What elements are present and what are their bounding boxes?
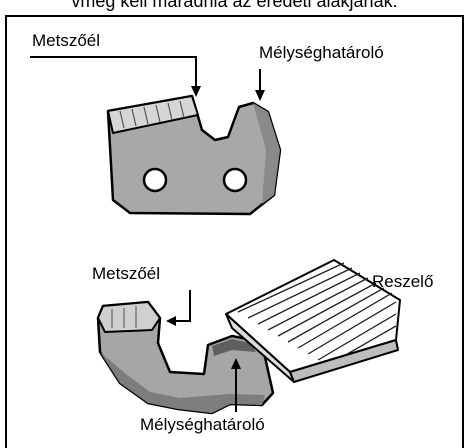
label-cutting-edge-bottom: Metszőél [92, 264, 160, 284]
label-cutting-edge-top: Metszőél [32, 31, 100, 51]
label-file: Reszelő [372, 272, 433, 292]
label-depth-gauge-bottom: Mélységhatároló [140, 415, 265, 435]
label-depth-gauge-top: Mélységhatároló [259, 43, 384, 63]
top-cutter [108, 96, 280, 214]
rivet-hole-right [224, 169, 246, 191]
rivet-hole-left [144, 169, 166, 191]
top-leader-lines [30, 57, 265, 101]
